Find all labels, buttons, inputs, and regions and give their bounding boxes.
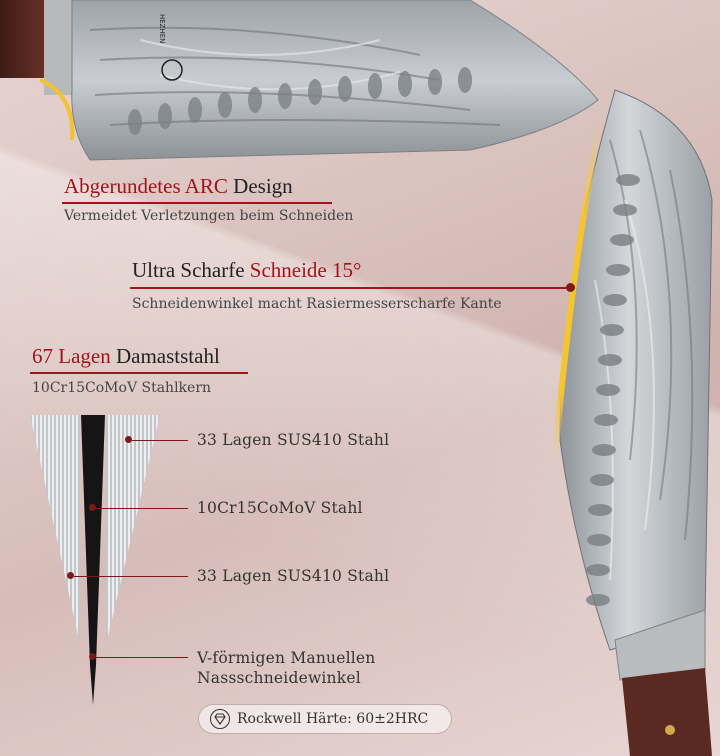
feature-heading-text: Damaststahl [115,344,220,368]
feature-subtitle-edge: Schneidenwinkel macht Rasiermesserscharf… [132,296,502,312]
diamond-icon [210,709,230,729]
heading-underline [130,287,566,289]
leader-line [96,657,188,658]
layer-label-core: 10Cr15CoMoV Stahl [197,499,363,517]
feature-heading-highlight: 67 Lagen [32,344,111,368]
blade-dimples [586,174,640,606]
layer-label-edge-line1: V-förmigen Manuellen [197,649,376,667]
rockwell-hardness-badge: Rockwell Härte: 60±2HRC [198,704,452,734]
knife-bolster [44,0,74,95]
feature-subtitle-damascus: 10Cr15CoMoV Stahlkern [32,380,212,396]
heading-underline [30,372,248,374]
pointer-dot [125,436,132,443]
feature-subtitle-arc: Vermeidet Verletzungen beim Schneiden [64,208,354,224]
layer-label-outer-top: 33 Lagen SUS410 Stahl [197,431,390,449]
leader-line [132,440,188,441]
brand-logo: HEZHEN [158,14,166,43]
steel-layer-diagram [30,415,160,705]
feature-heading-edge: Ultra Scharfe Schneide 15° [132,258,361,283]
outer-layer-right [106,415,160,645]
rockwell-text: Rockwell Härte: 60±2HRC [237,711,429,727]
arc-highlight [39,78,75,141]
layer-label-outer-bottom: 33 Lagen SUS410 Stahl [197,567,390,585]
knife-handle [0,0,48,78]
outer-layer-left [30,415,80,645]
feature-heading-damascus: 67 Lagen Damaststahl [32,344,220,369]
pointer-dot [566,283,575,292]
feature-heading-highlight: Schneide 15° [249,258,362,282]
knife-blade [71,0,599,161]
santoku-knife-top-image: HEZHEN [0,0,599,161]
steel-core [81,415,105,705]
pointer-dot [89,653,96,660]
heading-underline [62,202,332,204]
knife-handle [622,668,712,756]
feature-heading-highlight: Abgerundetes ARC [64,174,228,198]
leader-line [96,508,188,509]
feature-heading-arc: Abgerundetes ARC Design [64,174,293,199]
layer-label-edge-line2: Nassschneidewinkel [197,669,361,687]
blade-dimples [128,67,472,135]
feature-heading-text: Design [233,174,293,198]
feature-heading-text: Ultra Scharfe [132,258,245,282]
pointer-dot [67,572,74,579]
pointer-dot [89,504,96,511]
brand-seal [161,59,183,81]
santoku-knife-right-image [552,89,713,756]
handle-rivet [665,725,675,735]
leader-line [74,576,188,577]
